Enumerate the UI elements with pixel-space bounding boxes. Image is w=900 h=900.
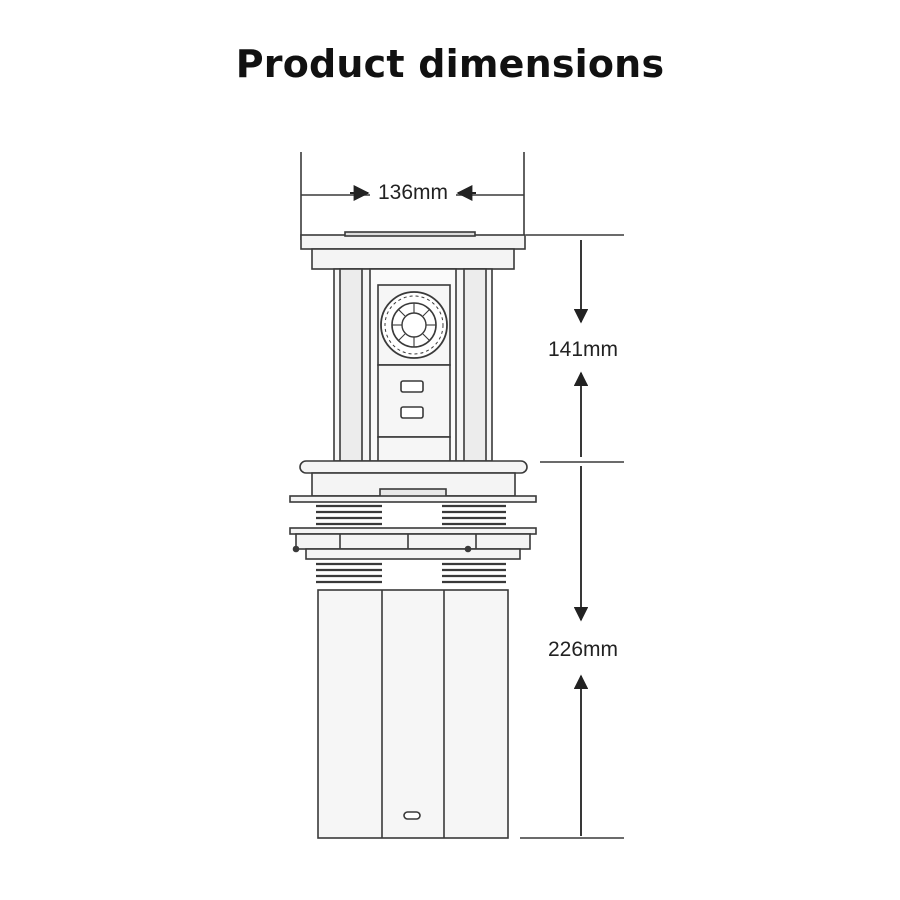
usb-port-icon [400,380,424,419]
thread-lower [316,562,506,584]
thread-upper [316,504,506,526]
lower-housing [317,589,509,839]
top-height-dimension: 141mm [548,240,618,457]
tower-body [333,268,493,462]
width-label: 136mm [378,181,448,204]
height-extension-lines [520,234,624,839]
width-dimension: 136mm [300,152,525,240]
desk-flange [299,460,528,499]
bottom-height-dimension: 226mm [548,466,618,836]
top-cap [300,231,526,270]
top-height-label: 141mm [548,338,618,361]
bottom-height-label: 226mm [548,638,618,661]
wireless-charger-icon [380,291,448,359]
clamp-plate-upper [289,495,537,503]
page-title: Product dimensions [235,42,665,86]
usb-c-port-icon [403,811,421,820]
width-label-bg [370,180,456,204]
clamp-nut [289,527,537,560]
